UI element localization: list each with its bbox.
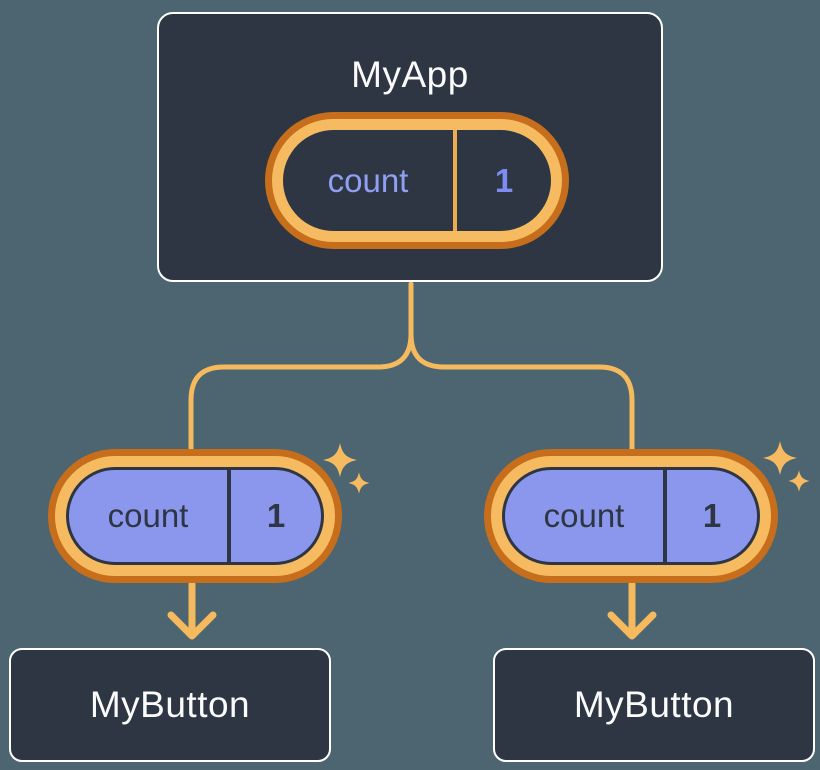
pill-divider [453,130,457,231]
state-pill: count 1 [265,112,569,249]
node-myapp-card: MyApp count 1 [157,12,663,282]
prop-pill-ring: count 1 [55,456,335,576]
tree-connectors [188,281,635,453]
arrow-right-head-icon [607,611,657,640]
prop-pill-right: count 1 [484,449,778,583]
connector-left-branch [188,331,414,453]
prop-pill-left: count 1 [48,449,342,583]
prop-name: count [543,497,625,534]
prop-pill-body: count 1 [66,467,324,565]
prop-arrows [167,574,657,640]
sparkle-icon [788,470,810,492]
prop-value: 1 [266,497,286,534]
state-value: 1 [494,161,514,199]
prop-pill-body: count 1 [502,467,760,565]
state-pill-ring: count 1 [272,119,562,242]
node-title: MyButton [573,684,735,725]
state-name: count [327,161,409,199]
prop-name: count [107,497,189,534]
prop-value: 1 [702,497,722,534]
arrow-left-head-icon [167,611,217,640]
sparkle-icon [323,443,357,477]
prop-pill-ring: count 1 [491,456,771,576]
node-mybutton-left-card: MyButton [9,648,331,762]
pill-divider [663,470,667,562]
state-pill-body: count 1 [283,130,551,231]
sparkle-icon [763,441,797,475]
node-title: MyApp [351,54,469,95]
connector-right-branch [408,331,635,453]
pill-divider [227,470,231,562]
sparkle-icon [348,472,370,494]
node-title: MyButton [89,684,251,725]
node-mybutton-right-card: MyButton [493,648,815,762]
